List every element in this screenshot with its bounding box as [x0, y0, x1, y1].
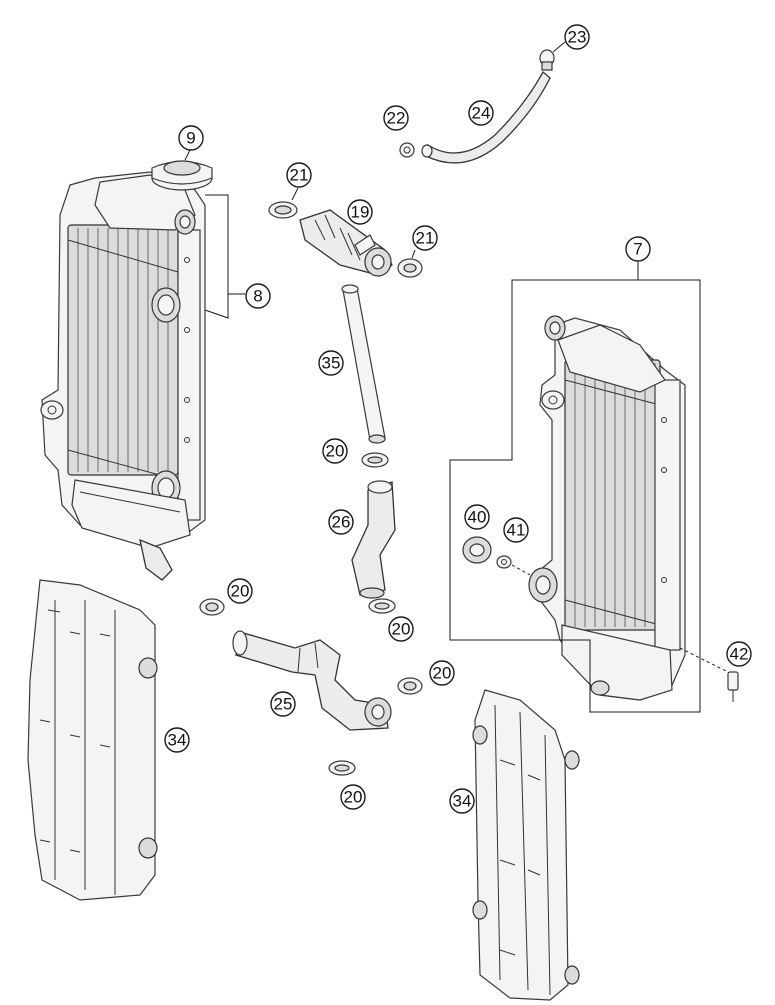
- coolant-hose-26: [351, 480, 396, 599]
- callout-25: 25: [270, 691, 296, 717]
- overflow-hose: [421, 70, 551, 164]
- callout-40: 40: [464, 504, 490, 530]
- callout-35: 35: [318, 350, 344, 376]
- right-radiator-fins: [564, 363, 661, 627]
- left-radiator: [40, 160, 213, 581]
- callout-7-text: 7: [633, 240, 642, 259]
- callout-20-c-text: 20: [231, 582, 250, 601]
- hose-fitting: [539, 49, 555, 71]
- hose-clamp-top-left: [268, 201, 298, 219]
- left-radiator-fins: [67, 228, 179, 481]
- callout-20-d-text: 20: [433, 664, 452, 683]
- callout-35-text: 35: [322, 354, 341, 373]
- callout-7: 7: [625, 236, 651, 262]
- right-radiator-shroud: [472, 689, 580, 1001]
- callout-26: 26: [328, 509, 354, 535]
- callout-20-b-text: 20: [392, 620, 411, 639]
- callout-8-text: 8: [253, 287, 262, 306]
- callout-20-e-text: 20: [344, 788, 363, 807]
- callout-22-text: 22: [387, 109, 406, 128]
- right-radiator: [528, 315, 686, 701]
- callout-21-right: 21: [412, 225, 438, 251]
- callout-34-right: 34: [449, 788, 475, 814]
- t-connector: [299, 209, 393, 277]
- callout-42: 42: [726, 641, 752, 667]
- callout-9-text: 9: [186, 129, 195, 148]
- coolant-hose-25: [232, 630, 392, 731]
- callout-40-text: 40: [468, 508, 487, 527]
- hose-clamp-20-a: [361, 452, 389, 468]
- callout-26-text: 26: [332, 513, 351, 532]
- callout-25-text: 25: [274, 695, 293, 714]
- callout-34-left-text: 34: [168, 731, 187, 750]
- callout-23-text: 23: [568, 28, 587, 47]
- callout-42-text: 42: [730, 645, 749, 664]
- bolt: [679, 647, 739, 702]
- radiator-cap: [151, 160, 213, 191]
- callout-21-right-text: 21: [416, 229, 435, 248]
- callout-23: 23: [564, 24, 590, 50]
- callout-22: 22: [383, 105, 409, 131]
- callout-20-a-text: 20: [326, 442, 345, 461]
- callout-24-text: 24: [472, 104, 491, 123]
- callout-41-text: 41: [507, 521, 526, 540]
- hose-clamp-20-e: [328, 760, 356, 776]
- hose-clamp-20-b: [368, 598, 396, 614]
- assembly-7-outline: [449, 279, 701, 713]
- callout-19: 19: [347, 199, 373, 225]
- callout-20-d: 20: [429, 660, 455, 686]
- callout-19-text: 19: [351, 203, 370, 222]
- coolant-pipe: [341, 284, 386, 444]
- callout-20-a: 20: [322, 438, 348, 464]
- callout-21-top-text: 21: [290, 166, 309, 185]
- hose-clamp-20-c: [199, 598, 225, 616]
- callout-21-top: 21: [286, 162, 312, 188]
- assembly-8-outline: [204, 194, 229, 319]
- callout-20-c: 20: [227, 578, 253, 604]
- left-radiator-shroud: [27, 579, 158, 901]
- hose-clamp-20-d: [397, 677, 423, 695]
- callout-20-e: 20: [340, 784, 366, 810]
- hose-clamp-top-right: [397, 258, 423, 278]
- callout-20-b: 20: [388, 616, 414, 642]
- callout-34-right-text: 34: [453, 792, 472, 811]
- callout-24: 24: [468, 100, 494, 126]
- callout-41: 41: [503, 517, 529, 543]
- washer: [496, 555, 512, 569]
- callout-9: 9: [178, 125, 204, 151]
- callout-34-left: 34: [164, 727, 190, 753]
- callout-8: 8: [245, 283, 271, 309]
- small-clamp: [399, 142, 415, 158]
- grommet: [462, 536, 492, 564]
